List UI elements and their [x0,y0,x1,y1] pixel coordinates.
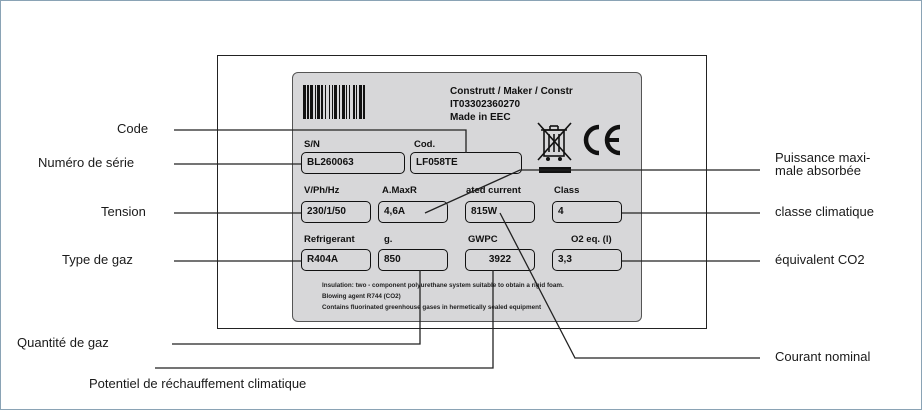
sn-label: S/N [304,139,320,150]
barcode-icon [303,85,365,119]
gwpc-value-box: 3922 [465,249,535,271]
vphhz-value-box: 230/1/50 [301,201,371,223]
callout-power-line2: male absorbée [775,163,861,178]
class-value-box: 4 [552,201,622,223]
rating-plate [292,72,642,322]
callout-climate-class: classe climatique [775,204,874,219]
g-label: g. [384,234,393,245]
gwpc-label: GWPC [468,234,498,245]
callout-code: Code [117,121,149,136]
maker-line-2: IT03302360270 [450,99,521,110]
refrigerant-label: Refrigerant [304,234,355,245]
leader-power [424,169,760,214]
rated-current-label: ated current [466,185,521,196]
insulation-note: Insulation: two - component polyurethane… [322,282,564,289]
sn-value-box: BL260063 [301,152,405,174]
amaxr-label: A.MaxR [382,185,417,196]
amaxr-value-box: 4,6A [378,201,448,223]
maker-line-3: Made in EEC [450,112,511,123]
refrigerant-value-box: R404A [301,249,371,271]
leader-nominal-current [499,212,760,359]
cod-label: Cod. [414,139,436,150]
callout-tension: Tension [101,204,146,219]
callout-co2: équivalent CO2 [775,252,865,267]
maker-line-1: Construtt / Maker / Constr [450,86,573,97]
callout-serial: Numéro de série [38,155,135,170]
leader-gas-qty [172,270,421,345]
callout-gwp: Potentiel de réchauffement climatique [89,376,307,391]
callout-gas-type: Type de gaz [62,252,133,267]
g-value-box: 850 [378,249,448,271]
o2eq-value-box: 3,3 [552,249,622,271]
rated-current-value-box: 815W [465,201,535,223]
callout-power-line1: Puissance maxi- [775,150,871,165]
leader-code [174,129,467,153]
callout-gas-qty: Quantité de gaz [17,335,109,350]
o2eq-label: O2 eq. (l) [571,234,612,245]
fluorinated-gas-note: Contains fluorinated greenhouse gases in… [322,304,542,311]
leader-gwp [155,270,494,369]
callout-nominal-current: Courant nominal [775,349,871,364]
ce-mark-icon [583,124,621,156]
class-label: Class [554,185,580,196]
vphhz-label: V/Ph/Hz [304,185,340,196]
blowing-agent-note: Blowing agent R744 (CO2) [322,293,401,300]
